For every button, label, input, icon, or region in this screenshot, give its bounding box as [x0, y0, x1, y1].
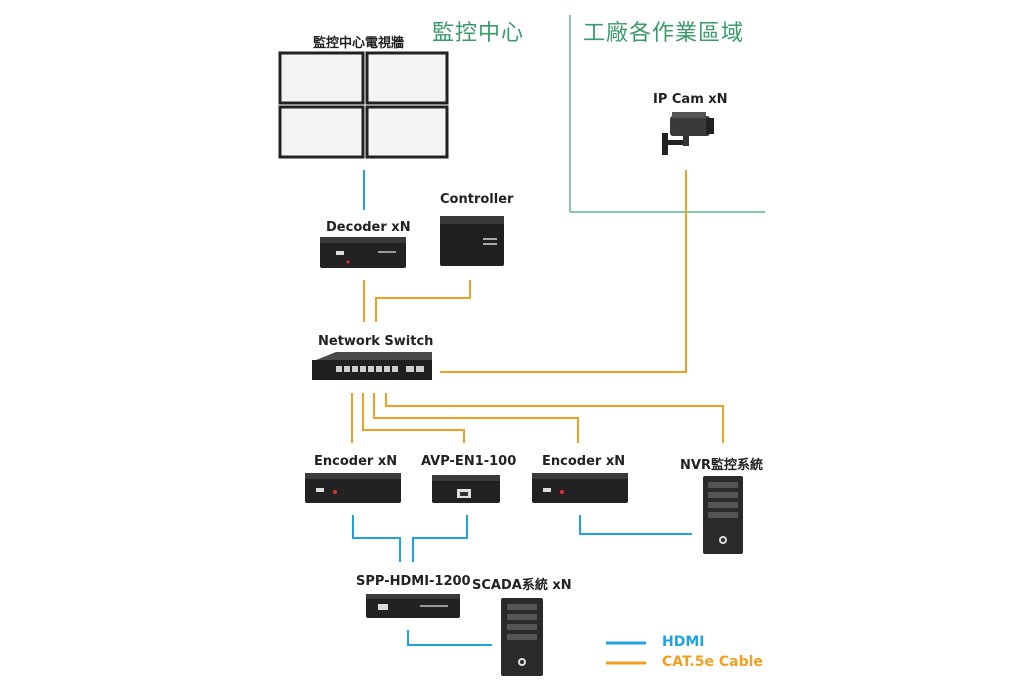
- encoder-left-device: [305, 473, 401, 503]
- hdmi-cables: [352, 170, 692, 646]
- nvr-tower-icon: [703, 476, 743, 554]
- cat5e-cables: [351, 170, 724, 443]
- scada-label: SCADA系統 xN: [472, 578, 572, 593]
- video-wall-label: 監控中心電視牆: [313, 36, 405, 51]
- encoder-left-label: Encoder xN: [314, 454, 398, 469]
- zone-title-monitoring-center: 監控中心: [432, 21, 525, 46]
- encoder-right-label: Encoder xN: [542, 454, 626, 469]
- ip-cam-label: IP Cam xN: [653, 92, 728, 107]
- zone-title-factory-areas: 工廠各作業區域: [583, 21, 745, 46]
- nvr-label: NVR監控系統: [680, 458, 763, 473]
- spp-hdmi-label: SPP-HDMI-1200: [356, 574, 471, 589]
- avp-en1-label: AVP-EN1-100: [421, 454, 517, 469]
- scada-tower-icon: [501, 598, 543, 676]
- decoder-device: [320, 237, 406, 268]
- network-switch-label: Network Switch: [318, 334, 434, 349]
- zone-boundary: [569, 15, 765, 213]
- video-wall: [278, 51, 449, 159]
- spp-hdmi-device: [366, 594, 460, 618]
- network-switch-device: [312, 352, 432, 380]
- ip-camera-icon: [662, 112, 714, 155]
- controller-device: [440, 216, 504, 266]
- controller-label: Controller: [440, 192, 514, 207]
- legend-swatches: [606, 641, 646, 665]
- legend-hdmi-label: HDMI: [662, 634, 705, 650]
- decoder-label: Decoder xN: [326, 220, 411, 235]
- encoder-right-device: [532, 473, 628, 503]
- legend-cat5e-label: CAT.5e Cable: [662, 654, 763, 670]
- avp-en1-device: [432, 475, 500, 503]
